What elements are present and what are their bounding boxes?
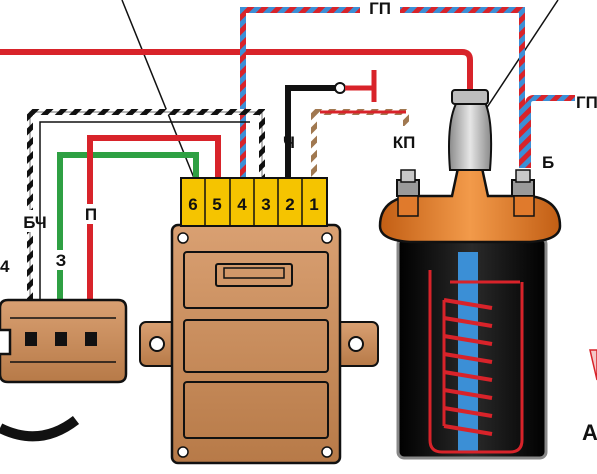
label-z: З: [56, 251, 67, 270]
label-bch: БЧ: [23, 213, 47, 232]
black-wire-ch: [285, 85, 340, 180]
connector-pin-1: 1: [309, 195, 318, 214]
leader-line-connector: [121, 0, 195, 179]
connector-pin-2: 2: [285, 195, 294, 214]
red-main-wire: [0, 49, 473, 96]
label-b-right: Б: [542, 153, 554, 172]
ignition-coil: [378, 89, 562, 460]
connector-pin-5: 5: [212, 195, 221, 214]
label-gp-right: ГП: [576, 93, 597, 112]
six-pin-connector: 6 5 4 3 2 1: [180, 177, 328, 227]
ignition-module: [139, 223, 379, 465]
cable-arc: [0, 415, 80, 442]
label-kp: КП: [393, 133, 416, 152]
edge-label-left: 4: [0, 257, 10, 276]
label-gp-top: ГП: [369, 0, 391, 18]
edge-label-right: А: [582, 420, 597, 445]
connector-pin-3: 3: [261, 195, 270, 214]
red-wire-p: [87, 135, 221, 345]
sensor-connector: [0, 298, 128, 384]
label-p: П: [85, 205, 97, 224]
connector-pin-4: 4: [237, 195, 247, 214]
redblue-wire-gp-right: [525, 95, 575, 168]
label-ch: Ч: [283, 133, 295, 152]
connector-pin-6: 6: [188, 195, 197, 214]
